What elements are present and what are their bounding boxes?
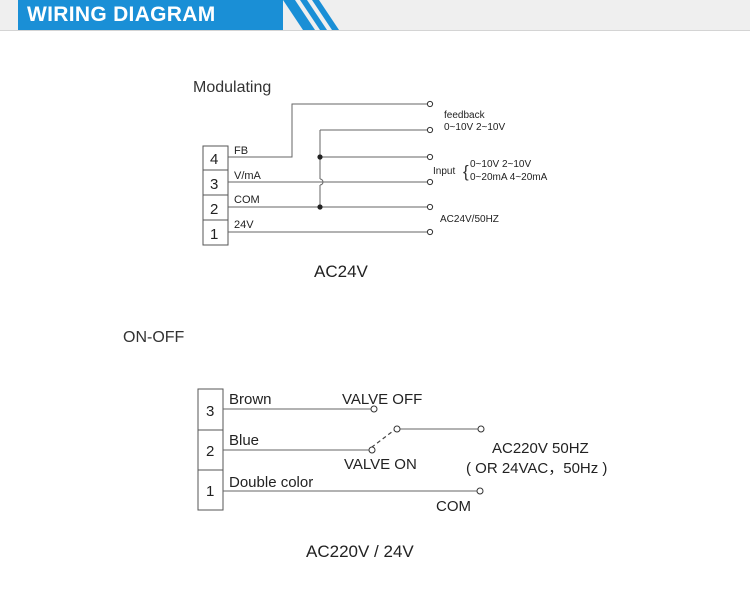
header-title-bar bbox=[18, 0, 283, 30]
modulating-wire-24v: 24V bbox=[234, 219, 254, 231]
modulating-caption: AC24V bbox=[314, 262, 369, 281]
onoff-pin-2: 2 bbox=[206, 443, 214, 460]
onoff-wires bbox=[223, 408, 478, 492]
input-brace-icon: { bbox=[463, 162, 469, 181]
valve-on-label: VALVE ON bbox=[344, 456, 417, 473]
onoff-title: ON-OFF bbox=[123, 329, 185, 346]
onoff-caption: AC220V / 24V bbox=[306, 542, 414, 561]
onoff-terminals bbox=[368, 405, 485, 495]
header-title: WIRING DIAGRAM bbox=[27, 3, 216, 26]
switch-arm bbox=[371, 427, 398, 448]
header-stripes-icon bbox=[283, 0, 339, 30]
modulating-pin-1: 1 bbox=[210, 226, 218, 243]
supply-label: AC24V/50HZ bbox=[440, 214, 499, 225]
modulating-wire-com: COM bbox=[234, 194, 260, 206]
input-range-2: 0~20mA 4~20mA bbox=[470, 172, 548, 183]
feedback-label: feedback bbox=[444, 110, 486, 121]
modulating-pin-3: 3 bbox=[210, 176, 218, 193]
valve-off-label: VALVE OFF bbox=[342, 391, 422, 408]
onoff-pin-1: 1 bbox=[206, 483, 214, 500]
onoff-supply-label: AC220V 50HZ bbox=[492, 440, 589, 457]
input-label: Input bbox=[433, 166, 455, 177]
onoff-wire-double-color: Double color bbox=[229, 474, 313, 491]
modulating-pin-4: 4 bbox=[210, 151, 218, 168]
modulating-junction-dot bbox=[317, 154, 323, 160]
onoff-supply-alt: ( OR 24VAC，50Hz ) bbox=[466, 460, 607, 477]
modulating-wire-fb: FB bbox=[234, 145, 248, 157]
feedback-range: 0~10V 2~10V bbox=[444, 122, 505, 133]
modulating-wire-vma: V/mA bbox=[234, 170, 262, 182]
modulating-terminals bbox=[426, 100, 434, 236]
onoff-pin-3: 3 bbox=[206, 403, 214, 420]
modulating-junction-dot bbox=[317, 204, 323, 210]
header: WIRING DIAGRAM bbox=[0, 0, 750, 31]
input-range-1: 0~10V 2~10V bbox=[470, 159, 531, 170]
modulating-title: Modulating bbox=[193, 79, 271, 96]
onoff-wire-blue: Blue bbox=[229, 432, 259, 449]
modulating-wires bbox=[228, 103, 427, 233]
onoff-com-label: COM bbox=[436, 498, 471, 515]
modulating-terminal-block bbox=[202, 145, 229, 246]
modulating-pin-2: 2 bbox=[210, 201, 218, 218]
onoff-wire-brown: Brown bbox=[229, 391, 272, 408]
